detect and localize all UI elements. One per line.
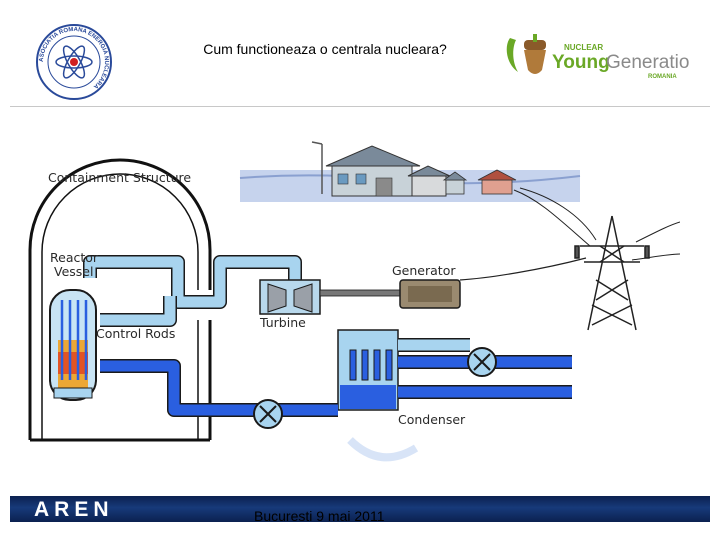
header-divider — [10, 106, 710, 107]
footer-brand: AREN — [34, 498, 114, 521]
condenser — [337, 329, 399, 411]
reactor-vessel — [49, 289, 97, 401]
logo-young-text: Young — [552, 52, 610, 73]
label-condenser: Condenser — [398, 412, 466, 427]
transmission-tower-icon — [574, 215, 650, 331]
cooling-water-pipe — [100, 338, 572, 417]
footer-bar: AREN — [10, 496, 710, 522]
atom-icon — [55, 45, 93, 79]
slide-title: Cum functioneaza o centrala nucleara? — [203, 41, 447, 57]
label-control-rods: Control Rods — [96, 326, 175, 341]
control-rods — [60, 300, 88, 380]
house-icon — [325, 145, 451, 197]
aren-seal-logo: ASOCIATIA ROMANA ENERGIA NUCLEARA — [34, 22, 114, 102]
label-reactor-line1: Reactor — [50, 250, 99, 265]
containment-structure — [28, 158, 212, 442]
pump-icon — [467, 347, 497, 377]
pump-icon — [253, 399, 283, 429]
logo-generation-text: Generation — [606, 52, 690, 73]
generator — [399, 279, 461, 309]
label-containment: Containment Structure — [48, 170, 191, 185]
power-plant-diagram: Containment Structure Reactor Vessel Con… — [20, 130, 681, 500]
label-generator: Generator — [392, 263, 456, 278]
footer-date: Bucuresti 9 mai 2011 — [254, 508, 385, 524]
logo-small-text: NUCLEAR — [564, 43, 603, 52]
label-reactor-line2: Vessel — [54, 264, 93, 279]
street-lamp-icon — [311, 141, 323, 194]
acorn-icon — [506, 34, 546, 74]
logo-country-text: ROMANIA — [648, 74, 677, 80]
label-turbine: Turbine — [259, 315, 306, 330]
small-house-icon — [442, 169, 517, 195]
young-generation-logo: NUCLEAR Young Generation ROMANIA — [500, 28, 700, 88]
turbine — [259, 279, 401, 315]
primary-steam-pipe — [83, 255, 302, 327]
